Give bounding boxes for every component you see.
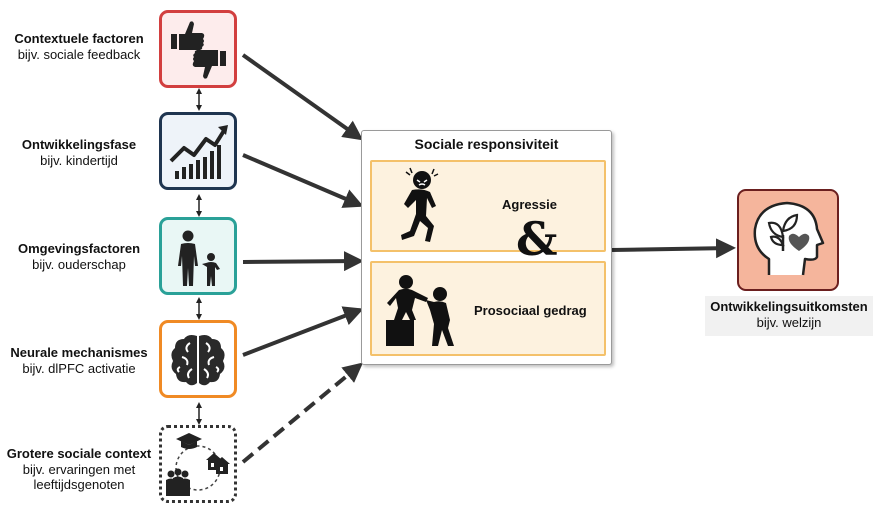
- factor-label-environment: Omgevingsfactoren bijv. ouderschap: [4, 241, 154, 272]
- aggression-box: Agressie: [370, 160, 606, 252]
- growth-chart-icon: [169, 125, 228, 179]
- factor-label-development: Ontwikkelingsfase bijv. kindertijd: [4, 137, 154, 168]
- social-context-icon: [166, 433, 230, 496]
- factor-example: bijv. ervaringen met leeftijdsgenoten: [22, 461, 136, 493]
- arrow-development: [242, 153, 364, 208]
- factor-title: Contextuele factoren: [14, 31, 144, 46]
- prosocial-box: Prosociaal gedrag: [370, 261, 606, 356]
- wellbeing-head-icon: [753, 201, 825, 276]
- factor-example: bijv. ouderschap: [32, 256, 126, 272]
- social-responsiveness-panel: Sociale responsiviteit Agressie & Prosoc…: [361, 130, 612, 365]
- factor-title: Ontwikkelingsfase: [21, 137, 137, 152]
- factor-title: Omgevingsfactoren: [17, 241, 141, 256]
- aggression-figure-icon: [401, 167, 439, 242]
- arrow-outcome: [611, 238, 736, 259]
- factor-label-social-context: Grotere sociale context bijv. ervaringen…: [4, 446, 154, 493]
- arrow-social-context: [241, 362, 364, 464]
- factor-box-social-context: [159, 425, 237, 503]
- factor-box-contextual: [159, 10, 237, 88]
- factor-label-contextual: Contextuele factoren bijv. sociale feedb…: [4, 31, 154, 62]
- behavior-label: Prosociaal gedrag: [474, 303, 587, 318]
- factor-title: Grotere sociale context: [6, 446, 152, 461]
- factor-example: bijv. dlPFC activatie: [22, 360, 136, 376]
- arrow-neural: [242, 306, 364, 357]
- outcome-label-background: [705, 296, 873, 336]
- behavior-label: Agressie: [502, 197, 557, 212]
- factor-title: Neurale mechanismes: [10, 345, 148, 360]
- thumbs-up-down-icon: [171, 21, 226, 79]
- arrow-contextual: [241, 53, 364, 141]
- outcome-title: Ontwikkelingsuitkomsten: [710, 299, 868, 314]
- helping-hand-icon: [386, 275, 454, 346]
- arrow-environment: [242, 251, 364, 272]
- outcome-example: bijv. welzijn: [756, 314, 822, 330]
- factor-box-development: [159, 112, 237, 190]
- connector-ampersand: &: [516, 212, 558, 266]
- factor-example: bijv. kindertijd: [40, 152, 118, 168]
- panel-title: Sociale responsiviteit: [414, 136, 559, 152]
- brain-icon: [171, 335, 225, 386]
- factor-box-environment: [159, 217, 237, 295]
- outcome-label: Ontwikkelingsuitkomsten bijv. welzijn: [705, 299, 873, 330]
- factor-label-neural: Neurale mechanismes bijv. dlPFC activati…: [4, 345, 154, 376]
- factor-example: bijv. sociale feedback: [17, 46, 141, 62]
- parent-child-icon: [178, 230, 220, 286]
- factor-box-neural: [159, 320, 237, 398]
- outcome-box: [737, 189, 839, 291]
